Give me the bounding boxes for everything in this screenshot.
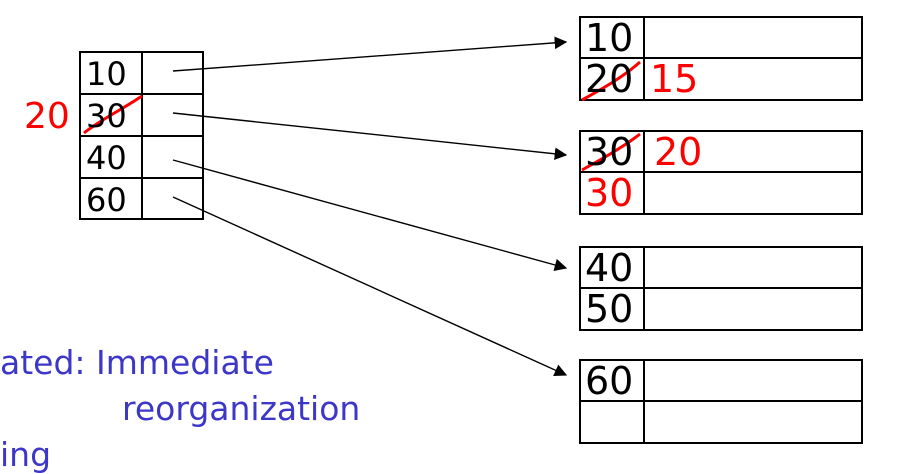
block1-annotation-1: 15 bbox=[650, 57, 699, 101]
pointer-arrow-2 bbox=[172, 112, 568, 161]
block2-annotation-2: 30 bbox=[585, 171, 634, 215]
strike-mark-block2-30 bbox=[581, 132, 641, 172]
strike-mark-block1-20 bbox=[581, 60, 641, 102]
index-table bbox=[79, 51, 204, 220]
block3-record-1: 40 bbox=[585, 246, 634, 290]
block4-record-1: 60 bbox=[585, 359, 634, 403]
diagram-canvas bbox=[79, 16, 863, 444]
pointer-arrow-1 bbox=[172, 36, 568, 72]
caption-line-3: ing bbox=[0, 435, 52, 474]
index-key-1: 10 bbox=[86, 55, 127, 93]
caption-line-2: reorganization bbox=[122, 389, 361, 428]
index-key-2: 30 bbox=[86, 97, 127, 135]
data-block-1 bbox=[579, 16, 863, 101]
block1-record-2: 20 bbox=[585, 57, 634, 101]
block2-annotation-1: 20 bbox=[654, 130, 703, 174]
data-block-3 bbox=[579, 246, 863, 331]
index-key-4: 60 bbox=[86, 181, 127, 219]
strike-mark-index-30 bbox=[83, 94, 143, 135]
pointer-arrow-4 bbox=[172, 196, 568, 377]
block2-record-1: 30 bbox=[585, 130, 634, 174]
block1-record-1: 10 bbox=[585, 16, 634, 60]
index-key-3: 40 bbox=[86, 139, 127, 177]
pointer-arrow-3 bbox=[172, 159, 568, 272]
block3-record-2: 50 bbox=[585, 287, 634, 331]
data-block-4 bbox=[579, 359, 863, 444]
index-replacement-key: 20 bbox=[24, 96, 70, 137]
caption-line-1: ated: Immediate bbox=[0, 343, 274, 382]
data-block-2 bbox=[579, 130, 863, 215]
